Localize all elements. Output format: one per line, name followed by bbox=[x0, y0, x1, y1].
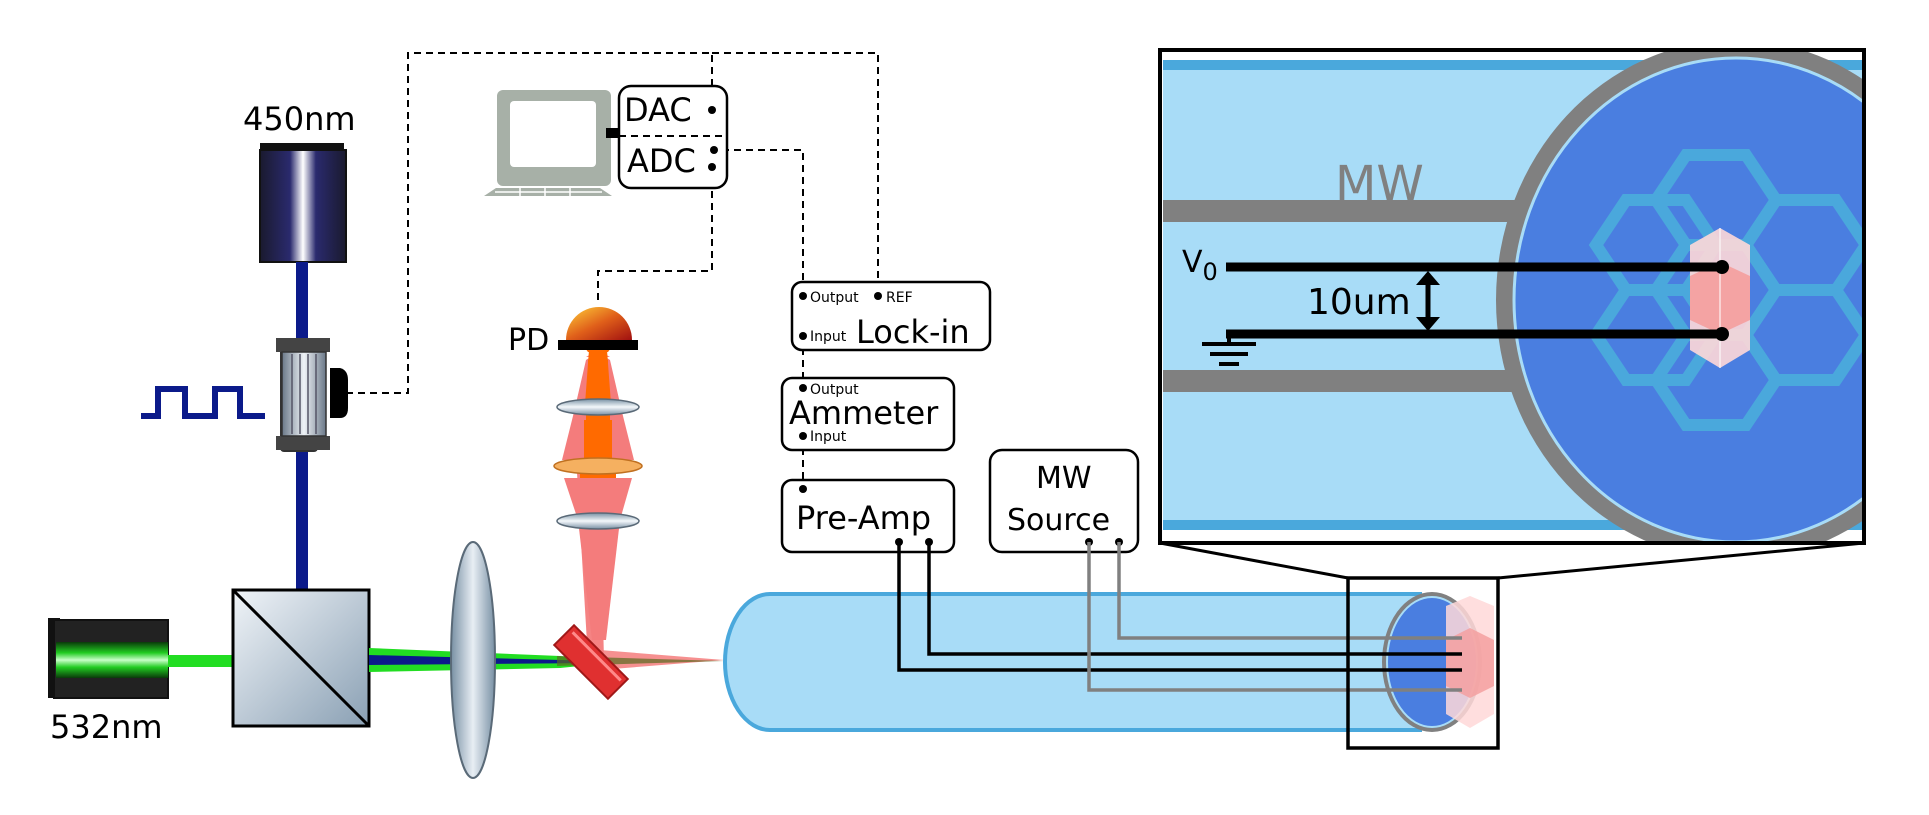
mw-source-line2: Source bbox=[1007, 503, 1110, 538]
dichroic-mirror-icon bbox=[552, 623, 630, 701]
zoom-region bbox=[1346, 576, 1500, 750]
adc-to-lockin-wire bbox=[722, 149, 804, 296]
ammeter-input-label: Input bbox=[810, 429, 847, 445]
lockin-output-label: Output bbox=[810, 290, 859, 306]
daq-box: DAC ADC bbox=[617, 84, 729, 190]
green-beam-in bbox=[168, 655, 233, 667]
mw-source-box: MW Source bbox=[988, 448, 1140, 554]
detection-optics bbox=[553, 344, 643, 640]
photodetector bbox=[558, 307, 638, 350]
green-laser bbox=[48, 618, 169, 699]
pd-label: PD bbox=[508, 323, 549, 358]
beam-splitter-icon bbox=[231, 588, 371, 728]
zoom-connectors bbox=[1159, 541, 1865, 580]
adc-port-in bbox=[708, 163, 716, 171]
dac-to-modulator-wire bbox=[345, 52, 713, 394]
lockin-input-label: Input bbox=[810, 329, 847, 345]
preamp-box: Pre-Amp bbox=[780, 478, 956, 554]
lockin-box: Output REF Input Lock-in bbox=[790, 280, 992, 352]
lockin-title: Lock-in bbox=[856, 313, 970, 351]
adc-to-pd-wire bbox=[597, 167, 713, 305]
dac-label: DAC bbox=[624, 91, 692, 129]
ammeter-title: Ammeter bbox=[789, 394, 939, 432]
modulator bbox=[276, 338, 348, 452]
preamp-title: Pre-Amp bbox=[796, 499, 931, 537]
blue-laser bbox=[259, 143, 347, 263]
ammeter-output-label: Output bbox=[810, 382, 859, 398]
signal-wiring bbox=[345, 52, 879, 489]
gap-arrow bbox=[1416, 271, 1440, 331]
ammeter-box: Output Ammeter Input bbox=[780, 376, 956, 452]
v0-label: V0 bbox=[1182, 245, 1218, 286]
green-laser-label: 532nm bbox=[50, 708, 163, 746]
sample-cell bbox=[723, 592, 1494, 732]
adc-label: ADC bbox=[627, 142, 696, 180]
square-wave-icon bbox=[141, 386, 265, 419]
lens-icon bbox=[450, 541, 496, 779]
ground-icon bbox=[1202, 334, 1256, 366]
mw-source-line1: MW bbox=[1036, 461, 1092, 496]
inset-panel: MW V0 10um bbox=[1158, 48, 1866, 545]
preamp-wires bbox=[897, 542, 1462, 672]
computer-icon bbox=[484, 90, 620, 196]
gap-label: 10um bbox=[1307, 282, 1411, 323]
ref-wire bbox=[712, 52, 879, 296]
blue-laser-label: 450nm bbox=[243, 100, 356, 138]
dac-port bbox=[708, 106, 716, 114]
lockin-ref-label: REF bbox=[886, 290, 913, 306]
inset-mw-label: MW bbox=[1335, 156, 1424, 212]
adc-port-out bbox=[710, 146, 718, 154]
